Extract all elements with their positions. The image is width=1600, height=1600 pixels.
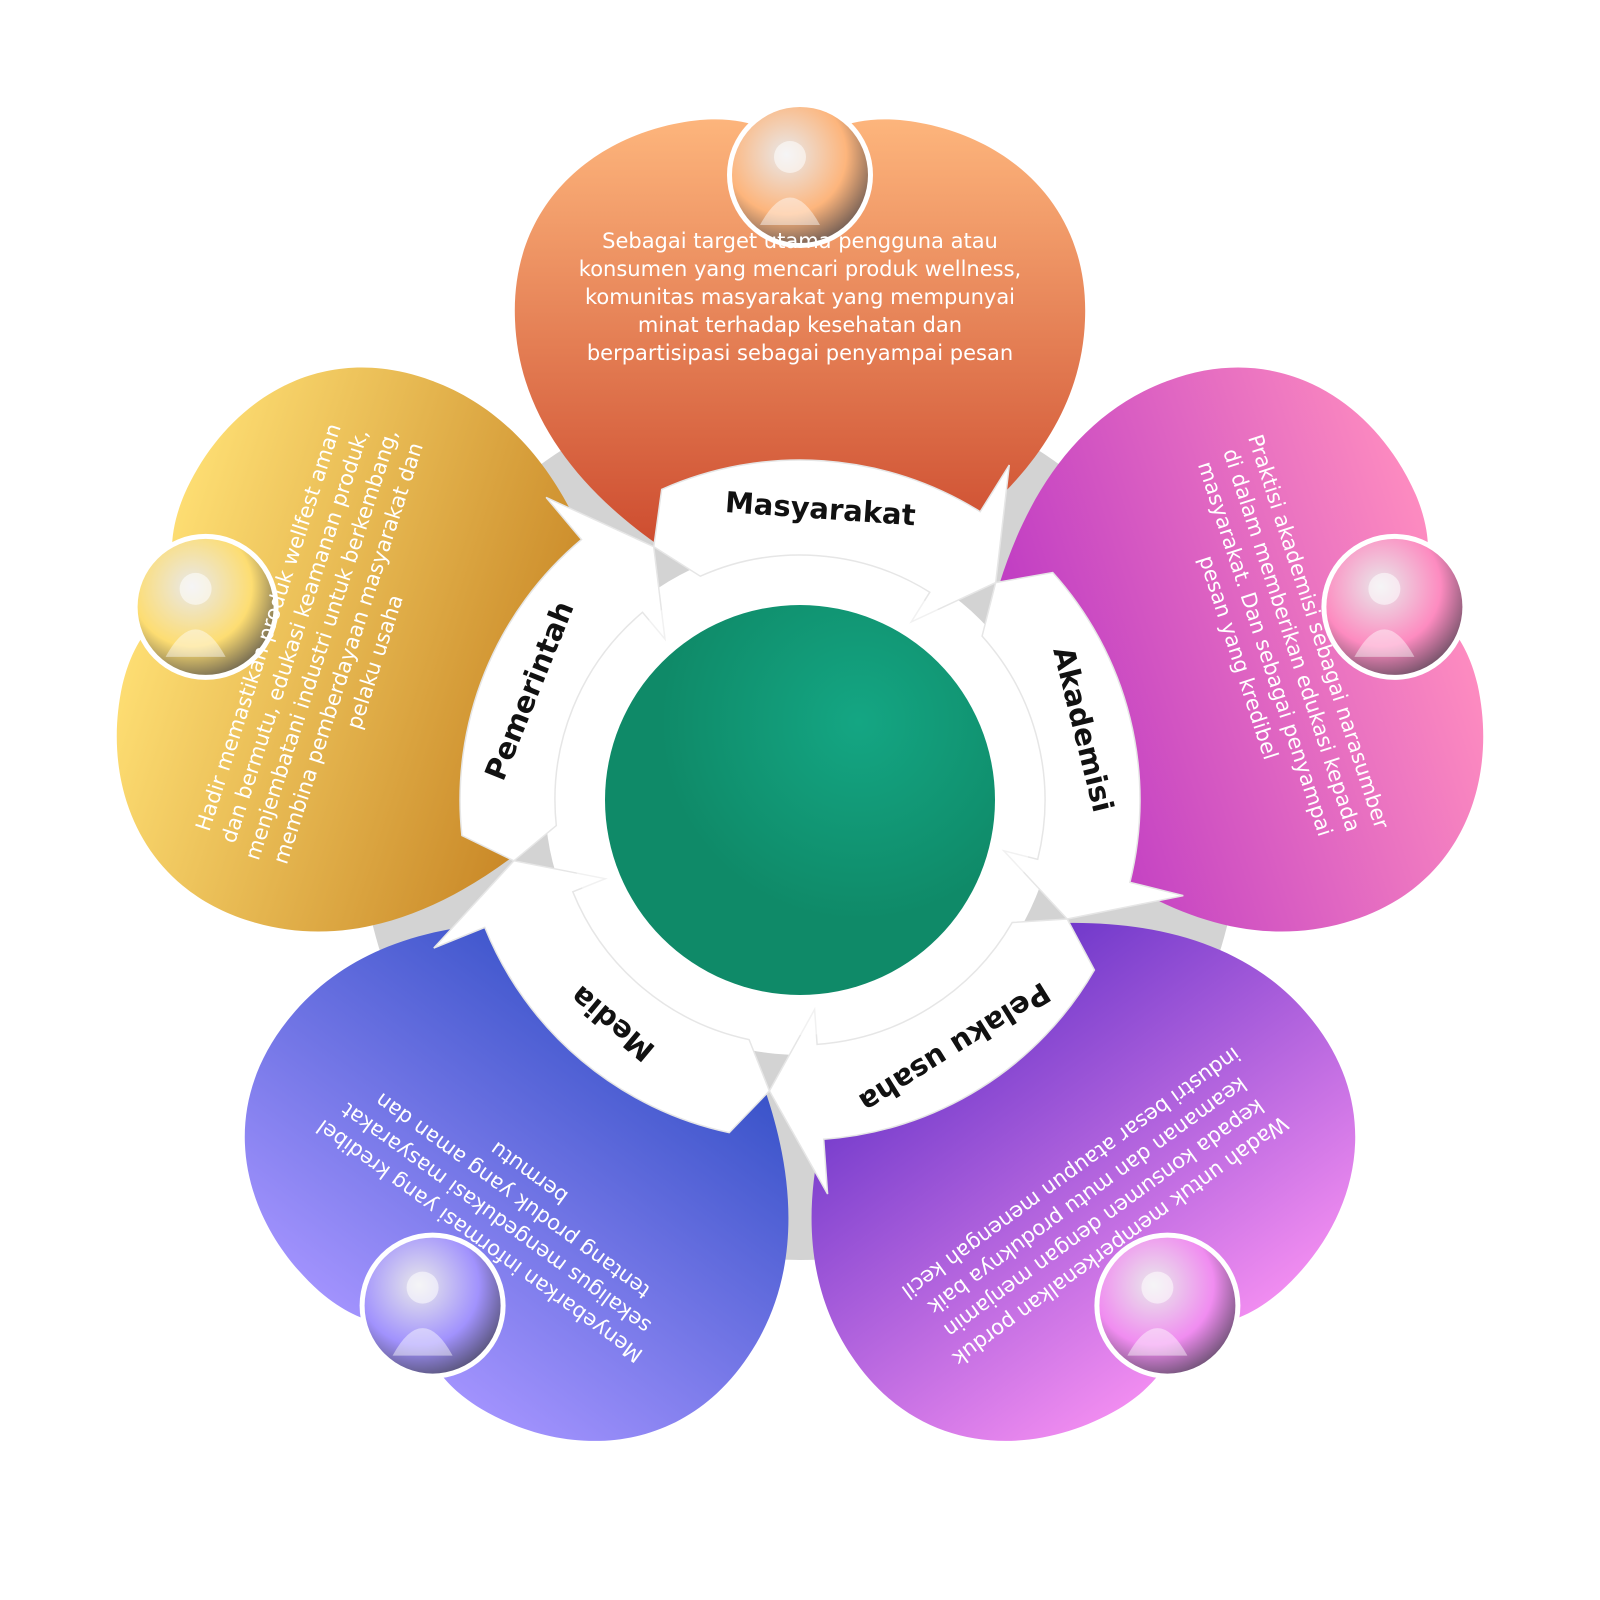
- description-line: komunitas masyarakat yang mempunyai: [585, 285, 1015, 309]
- arrow-band-media: [433, 859, 771, 1134]
- description-line: Sebagai target utama pengguna atau: [602, 229, 998, 253]
- description-line: berpartisipasi sebagai penyampai pesan: [587, 341, 1013, 365]
- description-line: konsumen yang mencari produk wellness,: [579, 257, 1021, 281]
- arrow-band-masyarakat: [652, 459, 1011, 624]
- shopping-photo-icon: [727, 102, 873, 248]
- arrow-band-akademisi: [981, 571, 1184, 920]
- exhibition-photo-icon: [1094, 1232, 1241, 1379]
- arrow-band-pelaku-usaha: [768, 918, 1096, 1195]
- arrow-band-layer: [433, 459, 1184, 1195]
- description-masyarakat: Sebagai target utama pengguna atau konsum…: [579, 229, 1021, 365]
- factory-photo-icon: [132, 533, 279, 680]
- description-line: minat terhadap kesehatan dan: [638, 313, 962, 337]
- press-photo-icon: [359, 1232, 506, 1379]
- photo-layer: [132, 102, 1468, 1379]
- speaker-photo-icon: [1321, 533, 1468, 680]
- arrow-band-pemerintah: [459, 496, 667, 862]
- center-sphere: [605, 605, 995, 995]
